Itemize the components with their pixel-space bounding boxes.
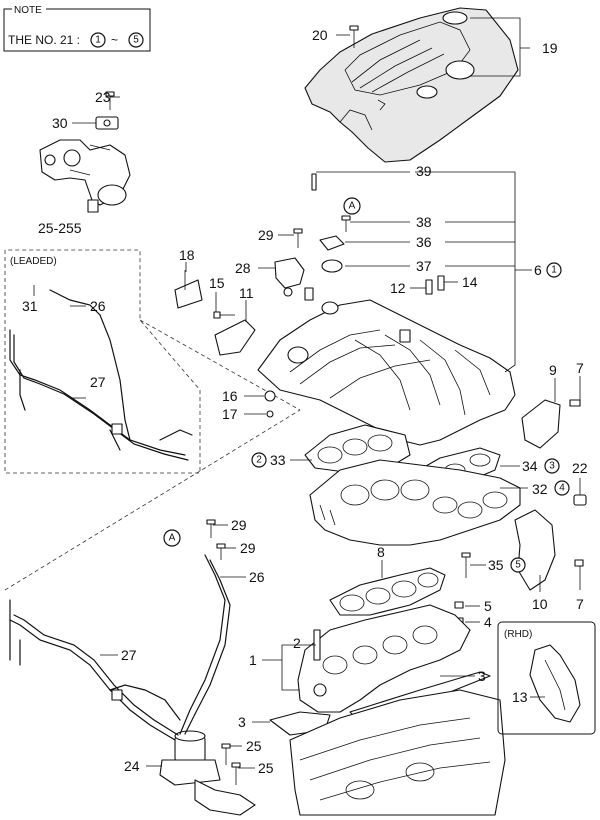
label-25-b: 25 <box>258 760 274 776</box>
sensor-30 <box>95 116 119 130</box>
ref-a-top: A <box>343 197 361 215</box>
label-34: 34 <box>522 458 538 474</box>
label-20: 20 <box>312 27 328 43</box>
label-13: 13 <box>512 689 528 705</box>
label-17: 17 <box>222 406 238 422</box>
label-6: 6 <box>534 262 542 278</box>
label-26-bottom: 26 <box>249 569 265 585</box>
label-15: 15 <box>209 275 225 291</box>
note-title: NOTE <box>14 5 42 16</box>
label-32: 32 <box>532 481 548 497</box>
bolt-15 <box>213 311 235 319</box>
label-39: 39 <box>416 163 432 179</box>
ref-a-bottom: A <box>163 529 181 547</box>
bracket-9 <box>521 399 581 449</box>
label-25-255: 25-255 <box>38 220 82 236</box>
label-23: 23 <box>95 89 111 105</box>
bolt-20 <box>349 25 359 48</box>
note-range-start: 1 <box>95 35 101 46</box>
bolt-29-low <box>216 543 226 560</box>
label-7-bottom: 7 <box>576 596 584 612</box>
upper-intake-manifold <box>257 287 516 446</box>
label-25-a: 25 <box>246 738 262 754</box>
bracket-10 <box>514 494 587 591</box>
gasket-8 <box>329 567 446 616</box>
label-30: 30 <box>52 115 68 131</box>
label-9: 9 <box>549 362 557 378</box>
label-27-bottom: 27 <box>121 647 137 663</box>
svg-text:A: A <box>169 533 176 544</box>
label-2: 2 <box>293 635 301 651</box>
label-29-top: 29 <box>258 227 274 243</box>
bolt-25-b <box>231 762 241 785</box>
label-29-low: 29 <box>240 540 256 556</box>
engine-cover <box>304 7 519 163</box>
sensor-parts-36-39 <box>311 173 445 295</box>
label-12: 12 <box>390 280 406 296</box>
label-8: 8 <box>377 544 385 560</box>
throttle-body <box>39 139 131 213</box>
label-33-circ: 2 <box>256 455 262 466</box>
label-4: 4 <box>484 614 492 630</box>
label-3-left: 3 <box>238 714 246 730</box>
label-1: 1 <box>249 652 257 668</box>
bracket-18 <box>174 270 203 309</box>
label-29-mid: 29 <box>231 517 247 533</box>
label-27-top: 27 <box>90 374 106 390</box>
note-range-sep: ~ <box>111 33 118 47</box>
label-16: 16 <box>222 388 238 404</box>
label-26-top: 26 <box>90 298 106 314</box>
label-37: 37 <box>416 258 432 274</box>
note-range-end: 5 <box>133 35 139 46</box>
label-7-top: 7 <box>576 360 584 376</box>
part-labels: 20 19 23 30 25-255 39 38 36 37 6 1 12 14… <box>22 27 588 776</box>
label-5: 5 <box>484 598 492 614</box>
label-18: 18 <box>179 247 195 263</box>
label-19: 19 <box>542 40 558 56</box>
label-24: 24 <box>124 758 140 774</box>
label-11: 11 <box>239 285 254 301</box>
bolt-29-mid <box>206 519 216 538</box>
label-32-circ: 4 <box>559 483 565 494</box>
label-35-circ: 5 <box>515 560 521 571</box>
leaded-inset: (LEADED) <box>4 249 301 474</box>
bracket-11 <box>214 319 256 356</box>
label-35: 35 <box>488 557 504 573</box>
bolt-25-a <box>221 743 231 765</box>
note-box: NOTE THE NO. 21 : 1 ~ 5 <box>3 3 151 52</box>
label-33: 33 <box>270 452 286 468</box>
bolt-29-top <box>293 228 303 248</box>
bolt-35 <box>461 552 471 578</box>
sensor-28 <box>274 257 305 297</box>
egr-valve <box>159 730 256 816</box>
label-38: 38 <box>416 214 432 230</box>
note-prefix: THE NO. 21 : <box>8 33 80 47</box>
intake-runner <box>309 459 521 546</box>
leaded-label: (LEADED) <box>10 256 57 267</box>
label-28: 28 <box>235 260 251 276</box>
rhd-label: (RHD) <box>504 629 532 640</box>
label-3-right: 3 <box>478 668 486 684</box>
bolt-23 <box>105 91 115 110</box>
label-10: 10 <box>532 596 548 612</box>
label-36: 36 <box>416 234 432 250</box>
engine-block <box>289 689 506 816</box>
label-34-circ: 3 <box>549 461 555 472</box>
label-22: 22 <box>572 460 588 476</box>
label-6-circ: 1 <box>551 265 557 276</box>
label-14: 14 <box>462 274 478 290</box>
leader-lines <box>33 17 581 769</box>
pipe-harness <box>4 409 301 741</box>
rhd-inset: (RHD) <box>497 621 596 735</box>
label-31: 31 <box>22 298 38 314</box>
lower-intake-manifold <box>297 604 471 713</box>
nuts-16-17 <box>264 390 276 418</box>
svg-text:A: A <box>349 201 356 212</box>
